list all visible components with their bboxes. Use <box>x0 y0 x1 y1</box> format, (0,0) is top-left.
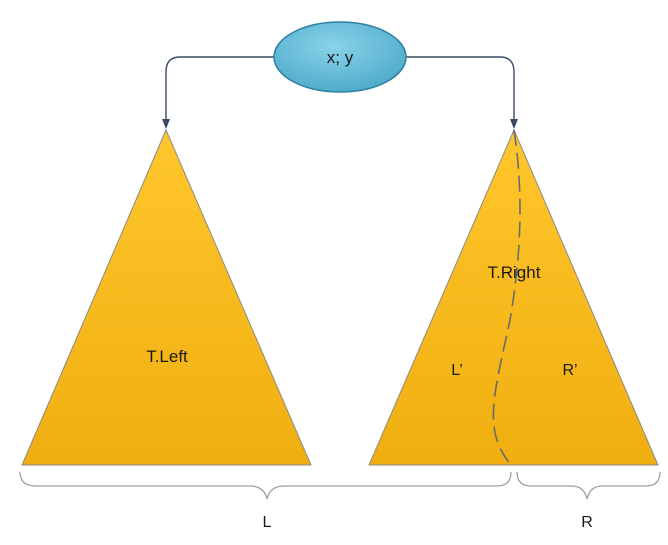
right-subtree-left-part-label: L’ <box>451 362 463 379</box>
root-node <box>273 21 407 93</box>
right-subtree-right-part-label: R’ <box>562 362 577 379</box>
left-subtree-label: T.Left <box>146 347 188 366</box>
edge-to-left-subtree <box>162 56 274 129</box>
root-node-label: x; y <box>327 48 354 67</box>
right-subtree-label: T.Right <box>488 263 541 282</box>
left-subtree-triangle <box>21 128 312 466</box>
brace-l <box>19 471 512 500</box>
split-dashed-curve <box>492 129 521 466</box>
brace-r <box>516 471 661 500</box>
edge-to-right-subtree <box>406 56 518 129</box>
brace-l-label: L <box>263 514 272 531</box>
brace-r-label: R <box>581 514 593 531</box>
